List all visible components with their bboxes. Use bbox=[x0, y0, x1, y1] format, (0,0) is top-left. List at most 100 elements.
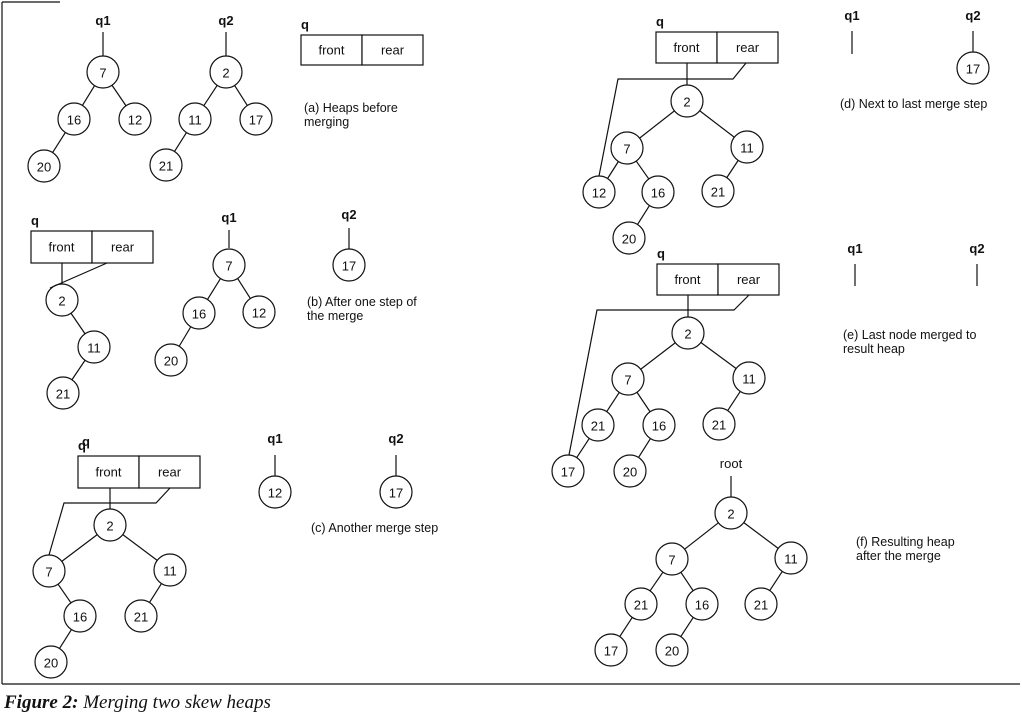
tree-edge bbox=[636, 391, 651, 413]
heap-node: 7 bbox=[32, 554, 66, 588]
node-value: 16 bbox=[67, 113, 81, 128]
node-value: 16 bbox=[192, 307, 206, 322]
node-circle bbox=[239, 102, 273, 136]
node-circle bbox=[730, 130, 764, 164]
panel-caption: the merge bbox=[307, 309, 363, 323]
node-value: 2 bbox=[58, 294, 65, 309]
rear-pointer bbox=[49, 262, 108, 289]
pointer-label-q2: q2 bbox=[965, 8, 980, 23]
queue-label: q bbox=[301, 17, 309, 32]
node-circle bbox=[118, 102, 152, 136]
panel-caption: (d) Next to last merge step bbox=[840, 97, 987, 111]
node-value: 11 bbox=[740, 141, 754, 156]
node-circle bbox=[178, 102, 212, 136]
heap-node: 11 bbox=[732, 361, 766, 395]
tree-edge bbox=[649, 571, 664, 592]
pointer-label-root: root bbox=[720, 456, 743, 471]
rear-pointer bbox=[48, 487, 171, 556]
node-value: 21 bbox=[159, 159, 173, 174]
node-value: 11 bbox=[163, 564, 177, 579]
heap-node: 17 bbox=[239, 102, 273, 136]
node-value: 21 bbox=[711, 185, 725, 200]
heap-node: 11 bbox=[178, 102, 212, 136]
node-value: 2 bbox=[106, 519, 113, 534]
node-circle bbox=[209, 55, 243, 89]
tree-edge bbox=[234, 85, 248, 106]
heap-node: 21 bbox=[624, 587, 658, 621]
queue-label: q bbox=[31, 213, 39, 228]
panel-caption: (c) Another merge step bbox=[311, 521, 438, 535]
heap-node: 2 bbox=[714, 496, 748, 530]
queue-rear-cell bbox=[91, 230, 154, 264]
queue-front-label: front bbox=[673, 40, 699, 55]
node-circle bbox=[612, 221, 646, 255]
node-circle bbox=[610, 131, 644, 165]
figure-caption: Figure 2: Merging two skew heaps bbox=[4, 692, 271, 714]
node-circle bbox=[594, 633, 628, 667]
heap-node: 7 bbox=[655, 542, 689, 576]
queue-rear-cell bbox=[716, 31, 779, 64]
node-value: 16 bbox=[695, 598, 709, 613]
tree-edge bbox=[727, 391, 741, 411]
node-circle bbox=[27, 149, 61, 183]
node-value: 20 bbox=[623, 465, 637, 480]
heap-node: 2 bbox=[670, 84, 704, 118]
heap-node: 11 bbox=[153, 553, 187, 587]
tree-edge bbox=[61, 534, 98, 562]
node-circle bbox=[332, 248, 366, 282]
heap-node: 16 bbox=[182, 296, 216, 330]
node-value: 2 bbox=[222, 66, 229, 81]
node-circle bbox=[551, 454, 585, 488]
heap-node: 21 bbox=[124, 599, 158, 633]
node-value: 20 bbox=[164, 354, 178, 369]
heap-node: 21 bbox=[46, 376, 80, 410]
node-value: 12 bbox=[128, 113, 142, 128]
tree-edge bbox=[606, 392, 620, 412]
pointer-label-q1: q1 bbox=[847, 241, 862, 256]
queue-rear-cell bbox=[361, 34, 424, 66]
node-value: 7 bbox=[99, 66, 106, 81]
heap-node: 20 bbox=[613, 454, 647, 488]
heap-node: 20 bbox=[154, 343, 188, 377]
tree-edge bbox=[635, 160, 650, 180]
tree-edge bbox=[640, 342, 676, 370]
heap-node: 7 bbox=[212, 248, 246, 282]
tree-edge bbox=[52, 132, 66, 153]
node-circle bbox=[956, 51, 990, 85]
node-value: 11 bbox=[742, 372, 756, 387]
node-circle bbox=[774, 541, 808, 575]
tree-edge bbox=[637, 205, 650, 225]
tree-edge bbox=[57, 583, 72, 604]
node-circle bbox=[701, 174, 735, 208]
tree-edge bbox=[639, 110, 675, 139]
panel-caption: (b) After one step of bbox=[307, 295, 417, 309]
heap-node: 11 bbox=[77, 330, 111, 364]
node-circle bbox=[642, 408, 676, 442]
node-circle bbox=[182, 296, 216, 330]
pointer-label-q1: q1 bbox=[95, 13, 110, 28]
node-value: 20 bbox=[665, 644, 679, 659]
queue-rear-label: rear bbox=[111, 240, 135, 255]
tree-edge bbox=[699, 110, 735, 138]
node-value: 20 bbox=[622, 232, 636, 247]
node-circle bbox=[702, 407, 736, 441]
heap-node: 20 bbox=[655, 633, 689, 667]
node-circle bbox=[685, 587, 719, 621]
queue-rear-label: rear bbox=[736, 40, 760, 55]
node-circle bbox=[581, 408, 615, 442]
tree-edge bbox=[680, 571, 694, 592]
node-value: 2 bbox=[684, 327, 691, 342]
node-value: 20 bbox=[37, 160, 51, 175]
rear-pointer bbox=[598, 62, 747, 177]
tree-edge bbox=[178, 326, 192, 347]
node-value: 11 bbox=[784, 552, 798, 567]
node-value: 17 bbox=[342, 259, 356, 274]
node-value: 7 bbox=[225, 259, 232, 274]
queue-front-label: front bbox=[674, 272, 700, 287]
heap-node: 16 bbox=[642, 408, 676, 442]
node-circle bbox=[655, 542, 689, 576]
node-circle bbox=[611, 362, 645, 396]
